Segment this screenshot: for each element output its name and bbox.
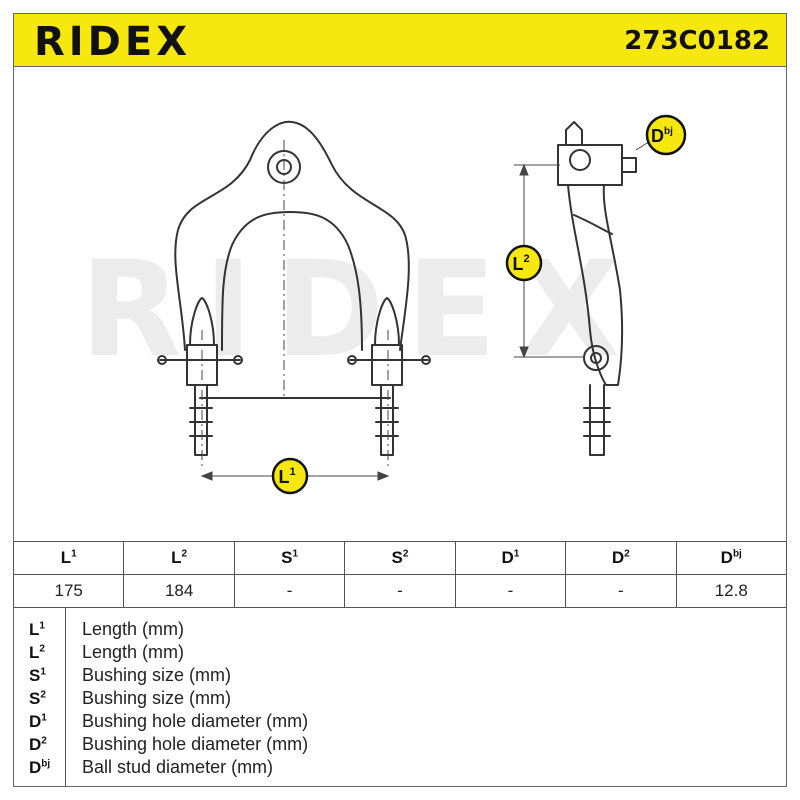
legend-description: Bushing hole diameter (mm)	[82, 734, 309, 754]
legend-divider	[65, 607, 66, 787]
left-mounting-bolt	[194, 384, 208, 456]
legend-description: Bushing size (mm)	[82, 665, 232, 685]
arm-outer-outline	[174, 120, 410, 351]
legend-row: S1 Bushing size (mm)	[13, 664, 787, 687]
header-d2: D2	[565, 541, 677, 575]
value-d1: -	[454, 574, 567, 608]
right-mounting-bolt	[380, 384, 394, 456]
legend-row: Dbj Ball stud diameter (mm)	[13, 756, 787, 779]
right-bushing	[371, 344, 403, 386]
value-dbj: 12.8	[675, 574, 788, 608]
legend-description: Length (mm)	[82, 619, 185, 639]
l1-badge-label: L	[278, 467, 289, 487]
legend-description: Bushing hole diameter (mm)	[82, 711, 309, 731]
legend-row: D2 Bushing hole diameter (mm)	[13, 733, 787, 756]
l2-badge-label: L	[512, 254, 523, 274]
header-dbj: Dbj	[675, 541, 788, 575]
header-d1: D1	[454, 541, 567, 575]
header-bar	[13, 13, 787, 67]
legend-row: D1 Bushing hole diameter (mm)	[13, 710, 787, 733]
value-l1: 175	[12, 574, 125, 608]
spec-table: L1 L2 S1 S2 D1 D2 Dbj 175 184 - - - - 12…	[12, 541, 788, 608]
value-l2: 184	[123, 574, 235, 608]
svg-text:L2: L2	[512, 253, 529, 274]
legend-symbol: D1	[29, 712, 47, 731]
side-mounting-bolt	[589, 384, 605, 456]
side-bushing	[583, 345, 609, 371]
header-l2: L2	[123, 541, 235, 575]
header-l1: L1	[12, 541, 125, 575]
value-d2: -	[565, 574, 677, 608]
side-ball-joint	[557, 144, 623, 186]
badge-l2	[505, 244, 543, 282]
side-arm-body	[567, 184, 624, 386]
legend-symbol: D2	[29, 735, 47, 754]
legend-symbol: S2	[29, 689, 46, 708]
legend-row: L1 Length (mm)	[13, 618, 787, 641]
svg-text:Dbj: Dbj	[651, 126, 673, 146]
brand-logo: RIDEX	[34, 19, 192, 65]
header-s2: S2	[344, 541, 456, 575]
dbj-badge-label: D	[651, 126, 664, 146]
legend-symbol: S1	[29, 666, 46, 685]
legend-description: Ball stud diameter (mm)	[82, 757, 274, 777]
left-bushing	[186, 344, 218, 386]
legend-description: Bushing size (mm)	[82, 688, 232, 708]
badge-dbj	[645, 114, 687, 156]
part-number: 273C0182	[624, 26, 770, 56]
technical-drawing: L1 L2 Dbj	[157, 114, 687, 495]
value-s2: -	[344, 574, 456, 608]
value-s1: -	[233, 574, 346, 608]
legend-symbol: Dbj	[29, 758, 51, 777]
legend-symbol: L1	[29, 620, 45, 639]
legend-description: Length (mm)	[82, 642, 185, 662]
legend-row: L2 Length (mm)	[13, 641, 787, 664]
legend-symbol: L2	[29, 643, 45, 662]
spec-value-row: 175 184 - - - - 12.8	[12, 574, 788, 608]
spec-header-row: L1 L2 S1 S2 D1 D2 Dbj	[12, 541, 788, 575]
legend-row: S2 Bushing size (mm)	[13, 687, 787, 710]
svg-text:L1: L1	[278, 466, 295, 487]
arm-inner-arch	[221, 211, 363, 351]
legend: L1 Length (mm) L2 Length (mm) S1 Bushing…	[13, 607, 787, 787]
badge-l1	[271, 457, 309, 495]
header-s1: S1	[233, 541, 346, 575]
